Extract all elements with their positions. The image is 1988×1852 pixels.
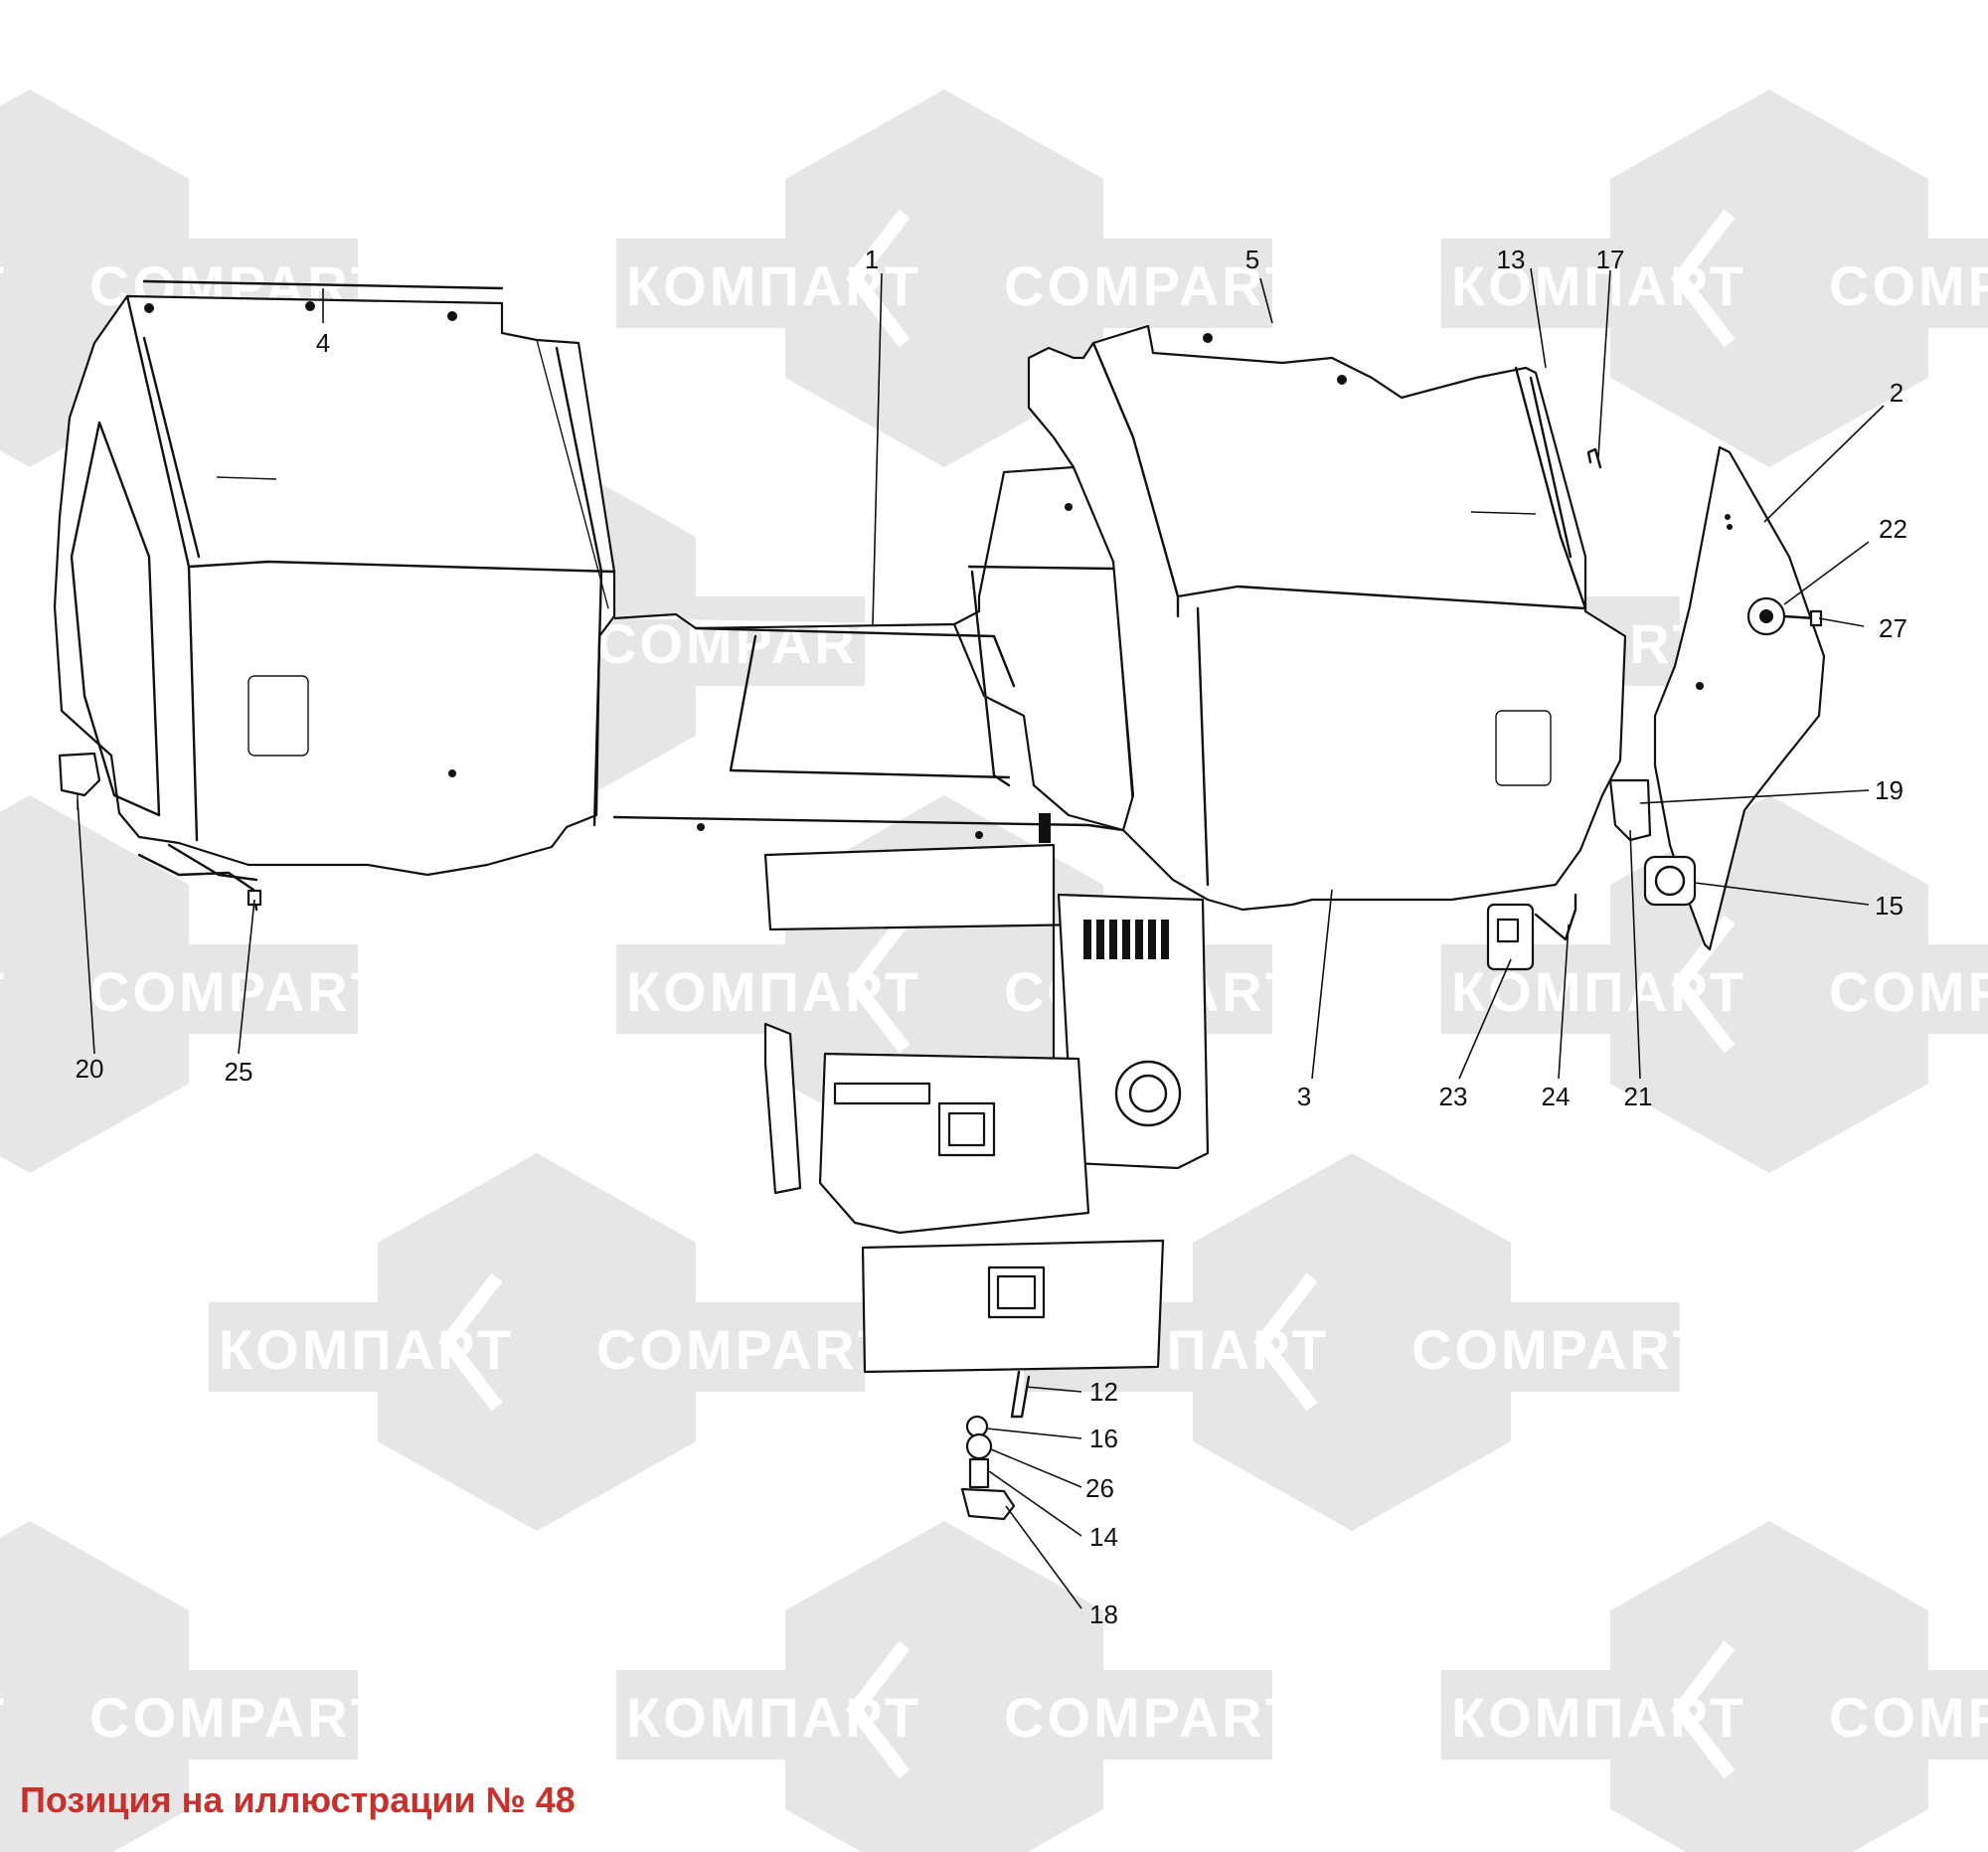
watermark-text-latin: COMPART [1829,960,1988,1023]
callout-16: 16 [1089,1424,1118,1453]
callout-20: 20 [76,1054,104,1084]
callout-1: 1 [865,245,879,274]
door-drawing [1643,445,1826,951]
watermark-text-latin: COMPART [1411,1318,1710,1381]
watermark-logo: КОМПАРТ COMPART [1441,795,1988,1173]
vent-slots [1083,920,1169,959]
watermark-text-latin: COMPART [1004,254,1302,317]
illustration-caption: Позиция на иллюстрации № 48 [20,1779,576,1820]
watermark-text-cyrillic: КОМПАРТ [0,1686,7,1749]
watermark-text-cyrillic: КОМПАРТ [219,1318,514,1381]
watermark-text-latin: COMPART [89,1686,388,1749]
callout-24: 24 [1542,1082,1571,1111]
callout-5: 5 [1245,245,1259,274]
callout-25: 25 [225,1057,253,1087]
middle-tunnel-drawing [612,465,1135,843]
watermark-text-cyrillic: КОМПАРТ [0,960,7,1023]
watermark-text-cyrillic: КОМПАРТ [626,960,921,1023]
callout-15: 15 [1875,891,1904,921]
callout-27: 27 [1879,613,1907,643]
watermark-text-cyrillic: КОМПАРТ [626,254,921,317]
callout-17: 17 [1596,245,1625,274]
callout-4: 4 [316,328,330,358]
callout-3: 3 [1297,1082,1311,1111]
left-cabinet-drawing [53,279,616,912]
callout-14: 14 [1089,1522,1118,1552]
callout-12: 12 [1089,1377,1118,1407]
lock-parts-drawing [960,1415,1016,1521]
watermark-logo: КОМПАРТ COMPART [1441,1521,1988,1852]
watermark-logo: КОМПАРТ COMPART [209,1153,895,1531]
callout-21: 21 [1624,1082,1653,1111]
watermark-text-latin: COMPART [89,960,388,1023]
watermark-text-cyrillic: КОМПАРТ [1451,1686,1746,1749]
callout-23: 23 [1439,1082,1468,1111]
watermark-text-latin: COMPART [1004,1686,1302,1749]
callout-labels: 1 2 3 4 5 12 13 14 15 16 17 18 19 20 21 … [76,245,1907,1629]
watermark-logo: КОМПАРТ COMPART [0,1521,388,1852]
callout-18: 18 [1089,1599,1118,1629]
watermark-logo: КОМПАРТ COMPART [616,1521,1302,1852]
watermark-logo: КОМПАРТ COMPART [616,89,1302,467]
drawer-assembly-drawing [763,843,1210,1419]
watermark-text-cyrillic: КОМПАРТ [0,254,7,317]
callout-26: 26 [1085,1473,1114,1503]
callout-2: 2 [1890,378,1904,408]
watermark-text-latin: COMPART [596,1318,895,1381]
watermark-text-cyrillic: КОМПАРТ [1451,254,1746,317]
callout-13: 13 [1497,245,1526,274]
right-cabinet-drawing [1027,324,1652,971]
callout-22: 22 [1879,514,1907,544]
watermark-text-latin: COMPART [1829,254,1988,317]
watermark-text-cyrillic: КОМПАРТ [626,1686,921,1749]
watermark-logo: КОМПАРТ COMPART [0,795,388,1173]
leader-lines [77,267,1885,1609]
watermark-text-cyrillic: КОМПАРТ [1451,960,1746,1023]
watermark-text-latin: COMPART [1829,1686,1988,1749]
watermark-logo: КОМПАРТ COMPART [1441,89,1988,467]
callout-19: 19 [1875,775,1904,805]
